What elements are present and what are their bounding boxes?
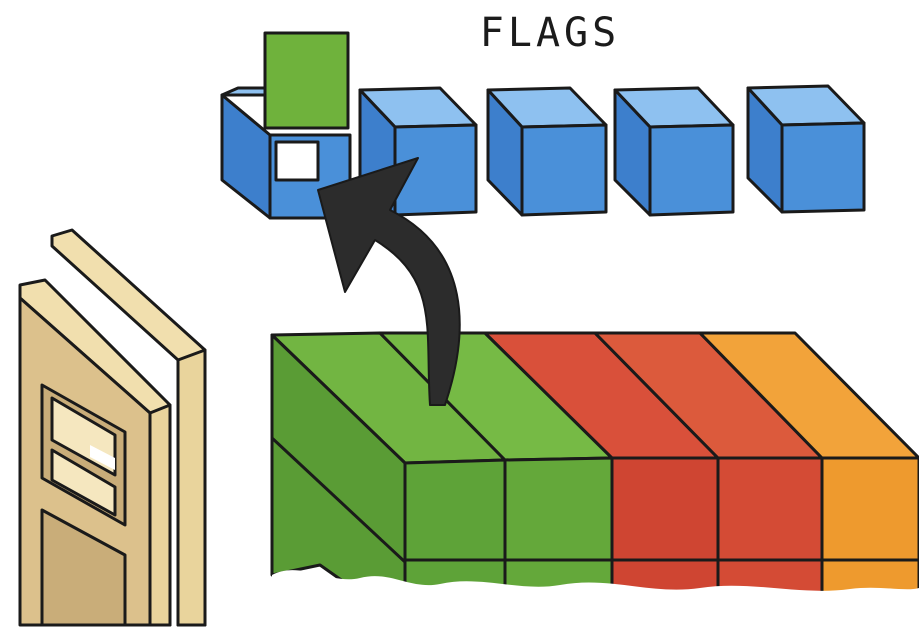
frame-panel (20, 230, 205, 625)
flag-cell-3 (488, 88, 606, 215)
register-slab (272, 333, 919, 629)
set-flag-block (265, 33, 348, 128)
flag-cell-4 (615, 88, 733, 215)
flag-cell-5 (748, 86, 864, 212)
